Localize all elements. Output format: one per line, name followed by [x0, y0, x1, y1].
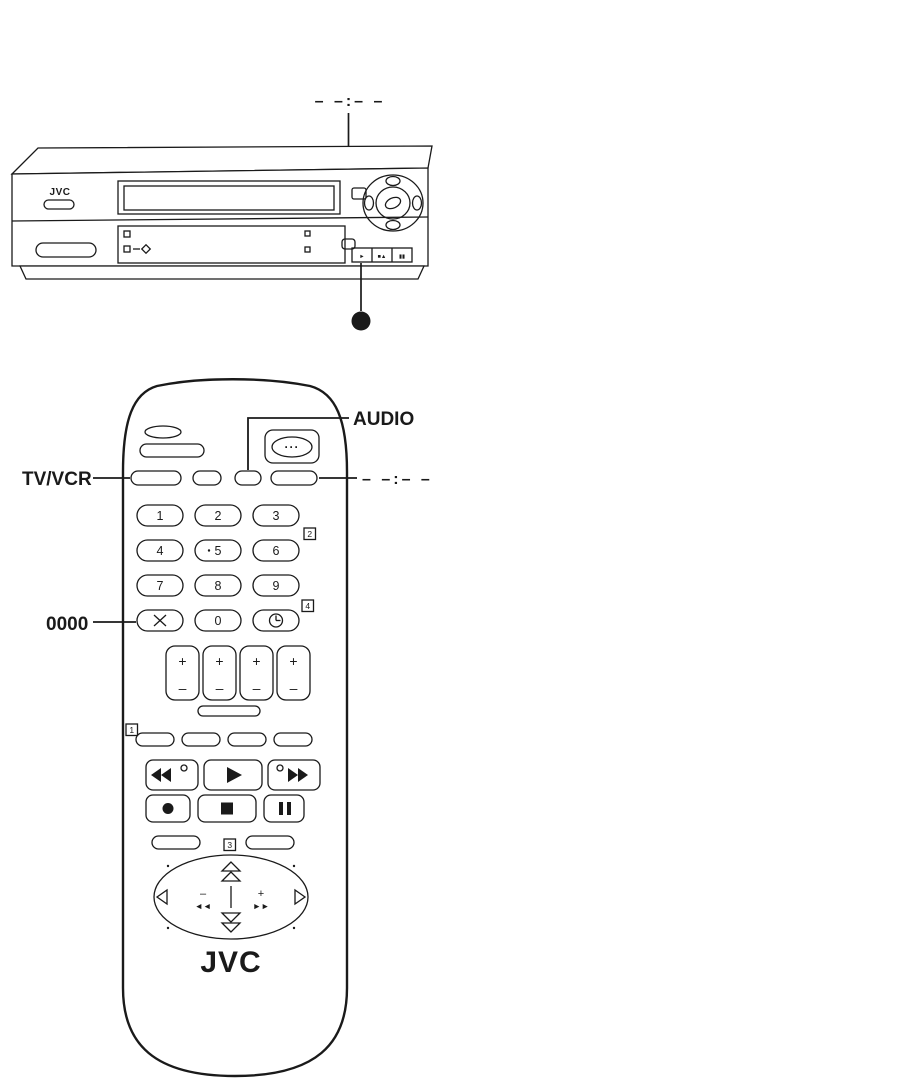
nav-rew-label: ◄◄ — [195, 901, 212, 911]
rewind-button — [145, 759, 199, 791]
digit-7: 7 — [157, 579, 164, 593]
vcr-illustration: JVC — [10, 145, 433, 280]
remote-menu-pill-left — [151, 835, 201, 850]
jog-shuttle-dial — [362, 174, 424, 232]
step-marker-3: 3 — [223, 838, 237, 852]
remote-display-callout: – –:– – — [362, 471, 433, 488]
remote-function-button — [192, 470, 222, 486]
audio-label: AUDIO — [353, 409, 414, 430]
digit-5: 5 — [215, 544, 222, 558]
svg-text:–: – — [253, 680, 261, 696]
digit-9: 9 — [273, 579, 280, 593]
remote-illustration: ··· 1 2 3 4 5 6 7 8 9 — [121, 378, 349, 1078]
rocker-buttons: + – + – + – + – — [165, 645, 311, 701]
vcr-brand: JVC — [50, 187, 71, 198]
svg-text:–: – — [216, 680, 224, 696]
cancel-x-button — [136, 609, 184, 632]
digit-4: 4 — [157, 544, 164, 558]
digit-3: 3 — [273, 509, 280, 523]
digit-2: 2 — [215, 509, 222, 523]
vcr-front-groove — [11, 216, 429, 222]
fast-forward-icon — [288, 768, 298, 782]
remote-body — [121, 378, 349, 1078]
dots-button: ··· — [264, 429, 320, 464]
digit-8: 8 — [215, 579, 222, 593]
number-pad: 1 2 3 4 5 6 7 8 9 0 — [136, 504, 300, 632]
nav-down-icon — [220, 922, 242, 933]
pause-button — [263, 794, 305, 823]
step-marker-1: 1 — [125, 723, 139, 737]
svg-text:+: + — [178, 653, 186, 669]
remote-tv-vcr-button — [130, 470, 182, 486]
svg-text:+: + — [289, 653, 297, 669]
svg-text:–: – — [179, 680, 187, 696]
digit-1: 1 — [157, 509, 164, 523]
play-callout-dot — [351, 311, 371, 331]
audio-callout-line — [247, 417, 349, 470]
nav-ff-label: ►► — [253, 901, 270, 911]
rewind-icon — [161, 768, 171, 782]
svg-text:3: 3 — [227, 840, 232, 850]
play-icon — [227, 767, 242, 783]
svg-text:+: + — [215, 653, 223, 669]
remote-menu-pill-right — [245, 835, 295, 850]
vcr-eject-button — [351, 187, 367, 200]
cassette-door — [117, 180, 341, 215]
svg-text:4: 4 — [305, 601, 310, 611]
vcr-stop-eject-glyph: ■▲ — [378, 254, 387, 260]
timer-clock-icon — [268, 613, 284, 628]
digit-0: 0 — [215, 614, 222, 628]
remote-brand: JVC — [200, 946, 261, 979]
record-icon — [162, 803, 174, 814]
nav-minus-label: – — [200, 888, 207, 900]
nav-plus-label: + — [258, 888, 264, 900]
vcr-display-callout: – –:– – — [315, 93, 386, 110]
step-marker-4: 4 — [301, 599, 315, 613]
vcr-pause-glyph: ▮▮ — [399, 254, 405, 260]
record-button — [145, 794, 191, 823]
stop-button — [197, 794, 257, 823]
vcr-transport-buttons: ► ■▲ ▮▮ — [351, 247, 413, 263]
small-oval-buttons — [135, 732, 313, 747]
zeros-label: 0000 — [46, 614, 88, 635]
svg-text:–: – — [290, 680, 298, 696]
remote-callouts: AUDIO TV/VCR – –:– – 0000 — [22, 409, 433, 635]
nav-left-icon — [155, 888, 168, 906]
dots-icon: ··· — [285, 440, 300, 454]
nav-up-icon — [220, 861, 242, 872]
remote-audio-button — [234, 470, 262, 486]
vcr-front-face — [11, 167, 429, 267]
remote-thin-pill — [197, 705, 261, 717]
vcr-lower-panel — [35, 225, 346, 264]
vcr-brand-badge — [43, 199, 75, 210]
fast-forward-button — [267, 759, 321, 791]
svg-text:1: 1 — [129, 725, 134, 735]
power-icon — [144, 425, 182, 439]
nav-right-icon — [294, 888, 307, 906]
remote-display-button — [270, 470, 318, 486]
digit-6: 6 — [273, 544, 280, 558]
svg-text:2: 2 — [307, 529, 312, 539]
remote-top-slider — [139, 443, 205, 458]
timer-clock-button — [252, 609, 300, 632]
step-marker-2: 2 — [303, 527, 317, 541]
stop-icon — [221, 802, 233, 815]
vcr-play-glyph: ► — [359, 254, 364, 260]
vcr-display-button — [341, 238, 356, 250]
pause-icon — [279, 802, 283, 815]
vcr-base — [18, 265, 426, 280]
svg-text:+: + — [252, 653, 260, 669]
navigation-pad: – ◄◄ + ►► — [153, 854, 309, 940]
play-button — [203, 759, 263, 791]
tv-vcr-label: TV/VCR — [22, 469, 92, 490]
